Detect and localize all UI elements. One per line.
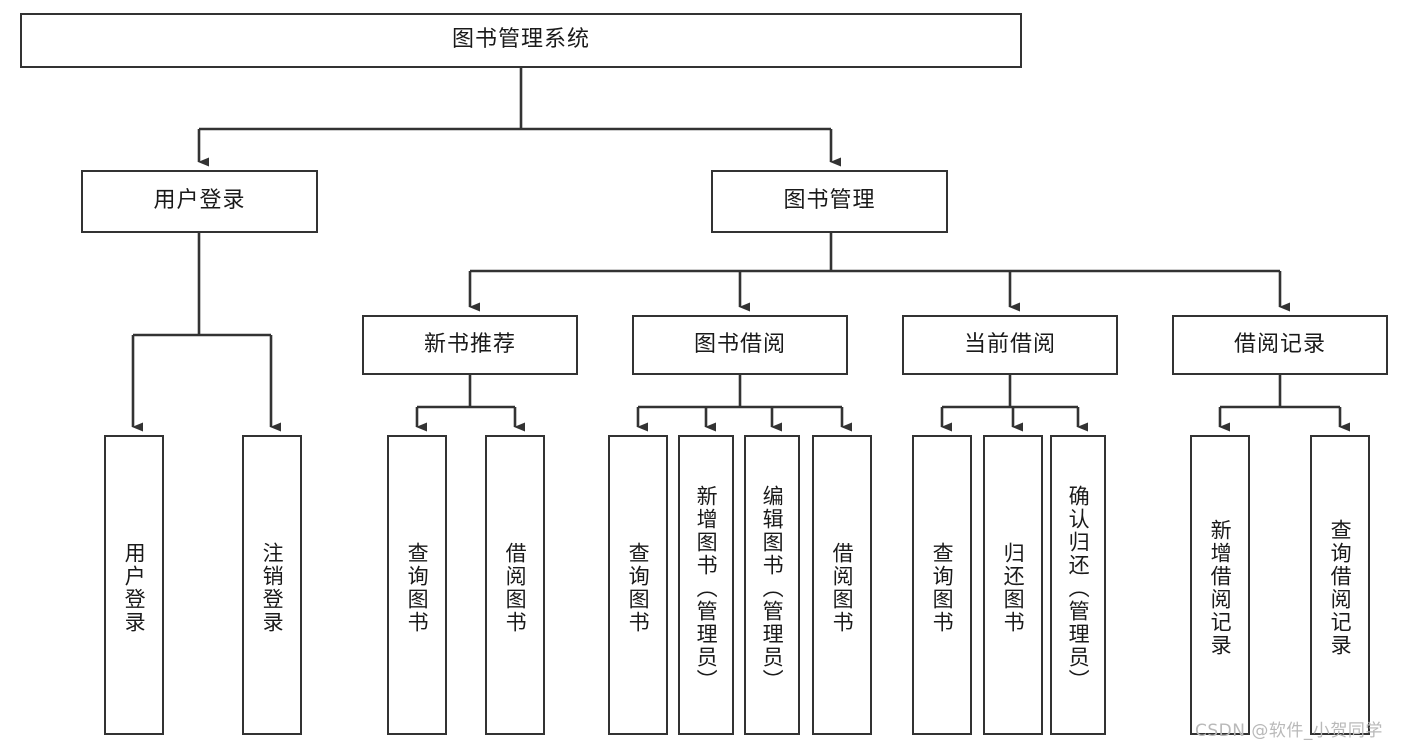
leaf-user-login[interactable]: 用户登录 [104,435,164,735]
leaf-add-book-admin[interactable]: 新增图书（管理员） [678,435,734,735]
leaf-edit-book-admin[interactable]: 编辑图书（管理员） [744,435,800,735]
leaf-query-book-current[interactable]: 查询图书 [912,435,972,735]
leaf-confirm-return-admin[interactable]: 确认归还（管理员） [1050,435,1106,735]
node-label: 借阅图书 [830,542,855,634]
leaf-borrow-book[interactable]: 借阅图书 [812,435,872,735]
node-label: 确认归还（管理员） [1066,484,1091,692]
node-label: 查询图书 [405,542,430,634]
node-label: 用户登录 [153,188,246,214]
node-label: 新增借阅记录 [1208,519,1233,657]
node-borrow-records[interactable]: 借阅记录 [1172,315,1388,375]
node-label: 当前借阅 [963,331,1056,357]
leaf-query-book-borrow[interactable]: 查询图书 [608,435,668,735]
node-book-management[interactable]: 图书管理 [711,170,948,233]
node-label: 查询借阅记录 [1328,519,1353,657]
watermark: CSDN @软件_小贺同学 [1195,721,1383,741]
node-new-book-recommend[interactable]: 新书推荐 [362,315,578,375]
node-label: 新增图书（管理员） [694,484,719,692]
node-root[interactable]: 图书管理系统 [20,13,1022,68]
node-label: 借阅记录 [1233,331,1326,357]
node-label: 用户登录 [122,542,147,634]
node-label: 图书借阅 [693,331,786,357]
node-user-login[interactable]: 用户登录 [81,170,318,233]
node-label: 图书管理系统 [451,27,590,53]
node-label: 注销登录 [260,542,285,634]
node-label: 查询图书 [930,542,955,634]
leaf-query-book-recommend[interactable]: 查询图书 [387,435,447,735]
node-label: 图书管理 [783,188,876,214]
node-label: 查询图书 [626,542,651,634]
node-current-borrow[interactable]: 当前借阅 [902,315,1118,375]
node-book-borrow[interactable]: 图书借阅 [632,315,848,375]
leaf-return-book[interactable]: 归还图书 [983,435,1043,735]
node-label: 新书推荐 [423,331,516,357]
leaf-query-borrow-record[interactable]: 查询借阅记录 [1310,435,1370,735]
leaf-user-logout[interactable]: 注销登录 [242,435,302,735]
node-label: 编辑图书（管理员） [760,484,785,692]
node-label: 归还图书 [1001,542,1026,634]
leaf-borrow-book-recommend[interactable]: 借阅图书 [485,435,545,735]
node-label: 借阅图书 [503,542,528,634]
leaf-add-borrow-record[interactable]: 新增借阅记录 [1190,435,1250,735]
